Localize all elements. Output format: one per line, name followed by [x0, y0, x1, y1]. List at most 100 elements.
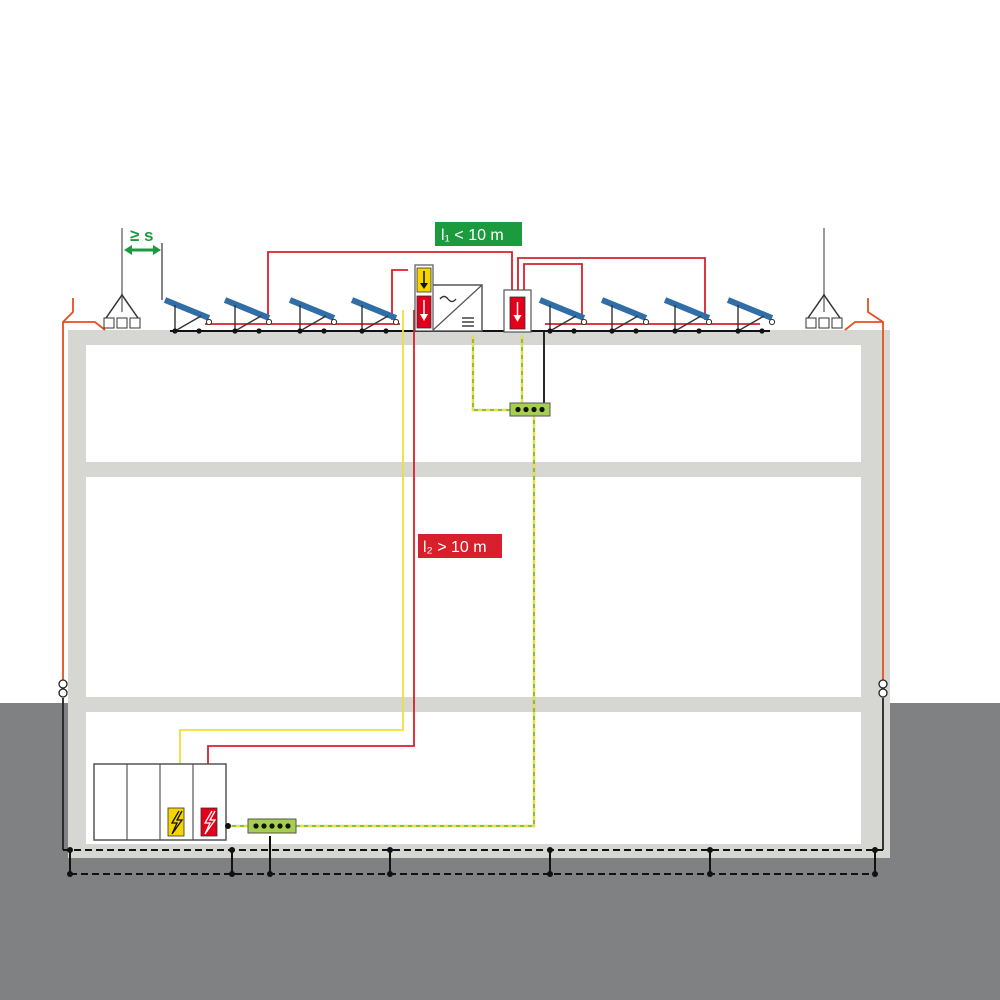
foundation-node — [707, 871, 713, 877]
foundation-node — [872, 871, 878, 877]
rod-stand — [105, 293, 139, 319]
foundation-node — [387, 871, 393, 877]
label-l2-bg — [418, 534, 502, 558]
test-joint-left-bottom — [58, 688, 68, 698]
pv-panel-surface — [288, 297, 336, 321]
roof-conductor-left — [63, 321, 106, 331]
bar-terminal — [253, 823, 259, 829]
pv-support-brace — [174, 315, 202, 332]
foundation-node — [229, 847, 235, 853]
bar-terminal — [285, 823, 291, 829]
lightning-icon — [170, 810, 184, 835]
pv-mount-node — [297, 328, 303, 334]
spd-roof-combined — [414, 264, 434, 332]
rod-base — [103, 317, 115, 329]
foundation-node — [872, 847, 878, 853]
pv-mount-node — [321, 328, 327, 334]
test-joint-right-top — [878, 679, 888, 689]
label-l1-bg — [435, 222, 522, 246]
solar-panel-icon — [726, 297, 776, 334]
pv-panel-surface — [726, 297, 774, 321]
bar-terminal — [269, 823, 275, 829]
pv-mount-node — [759, 328, 765, 334]
dc-string-lines — [205, 251, 760, 325]
test-joint-right-bottom — [878, 688, 888, 698]
room-middle — [86, 477, 861, 697]
ac-symbol — [439, 295, 457, 303]
pv-junction — [642, 318, 650, 326]
cabinet-earth-terminal — [225, 823, 231, 829]
solar-panel-icon — [538, 297, 588, 334]
equipotential-bar-basement — [247, 818, 297, 834]
equipotential-bar-icon[interactable] — [509, 402, 551, 417]
pv-support-brace — [737, 315, 765, 332]
bar-terminal — [261, 823, 267, 829]
air-termination-rod-left — [103, 228, 163, 329]
solar-panel-icon — [600, 297, 650, 334]
down-conductor-left — [62, 298, 74, 680]
rod-base — [116, 317, 128, 329]
foundation-node — [67, 847, 73, 853]
pv-junction — [265, 318, 273, 326]
pv-mount-node — [633, 328, 639, 334]
inverter — [431, 284, 483, 332]
foundation-node — [229, 871, 235, 877]
pv-mount-node — [172, 328, 178, 334]
pv-mount-node — [232, 328, 238, 334]
air-termination-rod-right — [805, 228, 843, 329]
spd-roof-right — [503, 289, 532, 333]
separation-arrowhead-right — [153, 245, 161, 255]
foundation-node — [267, 871, 273, 877]
dc-line-yellow-long — [179, 310, 404, 765]
pv-support-brace — [361, 315, 389, 332]
rod-base — [831, 317, 843, 329]
dc-string-right-inner — [517, 257, 706, 320]
down-conductor-right — [867, 298, 884, 680]
label-l2: l₂ > 10 m — [418, 534, 502, 558]
foundation-node — [547, 871, 553, 877]
foundation-node — [707, 847, 713, 853]
separation-arrowhead-left — [124, 245, 132, 255]
pv-panel-surface — [350, 297, 398, 321]
solar-panel-icon — [350, 297, 400, 334]
bar-terminal — [523, 406, 529, 413]
solar-panel-icon — [663, 297, 713, 334]
pv-mount-node — [609, 328, 615, 334]
pv-panel-surface — [223, 297, 271, 321]
pv-mount-node — [256, 328, 262, 334]
solar-panel-icon — [288, 297, 338, 334]
dc-string-left-outer — [267, 251, 513, 320]
pv-support-brace — [234, 315, 262, 332]
pv-support-brace — [549, 315, 577, 332]
pv-support-brace — [611, 315, 639, 332]
foundation-node — [547, 847, 553, 853]
foundation-nodes — [67, 847, 878, 877]
bonding-roof-inverter-dash — [471, 335, 512, 412]
dc-line-red-long — [207, 310, 415, 765]
spd-arrowhead — [420, 314, 428, 321]
rod-base — [129, 317, 141, 329]
rod-base — [805, 317, 817, 329]
bonding-riser-dash — [296, 416, 536, 828]
label-l1: l₁ < 10 m — [435, 222, 522, 246]
pv-junction — [392, 318, 400, 326]
pv-panel-surface — [538, 297, 586, 321]
lightning-icon — [203, 810, 217, 835]
rod-base — [818, 317, 830, 329]
pv-junction — [768, 318, 776, 326]
bar-terminal — [515, 406, 521, 413]
pv-mount-node — [359, 328, 365, 334]
foundation-node — [387, 847, 393, 853]
pv-mount-node — [672, 328, 678, 334]
pv-support-brace — [299, 315, 327, 332]
solar-panel-icon — [223, 297, 273, 334]
rod-stand — [807, 293, 841, 319]
pv-panel-surface — [163, 297, 211, 321]
pv-junction — [705, 318, 713, 326]
separation-label: ≥ s — [130, 226, 154, 245]
bar-terminal — [277, 823, 283, 829]
spd-arrowhead — [420, 283, 428, 289]
dc-string-left-inner — [391, 269, 408, 320]
